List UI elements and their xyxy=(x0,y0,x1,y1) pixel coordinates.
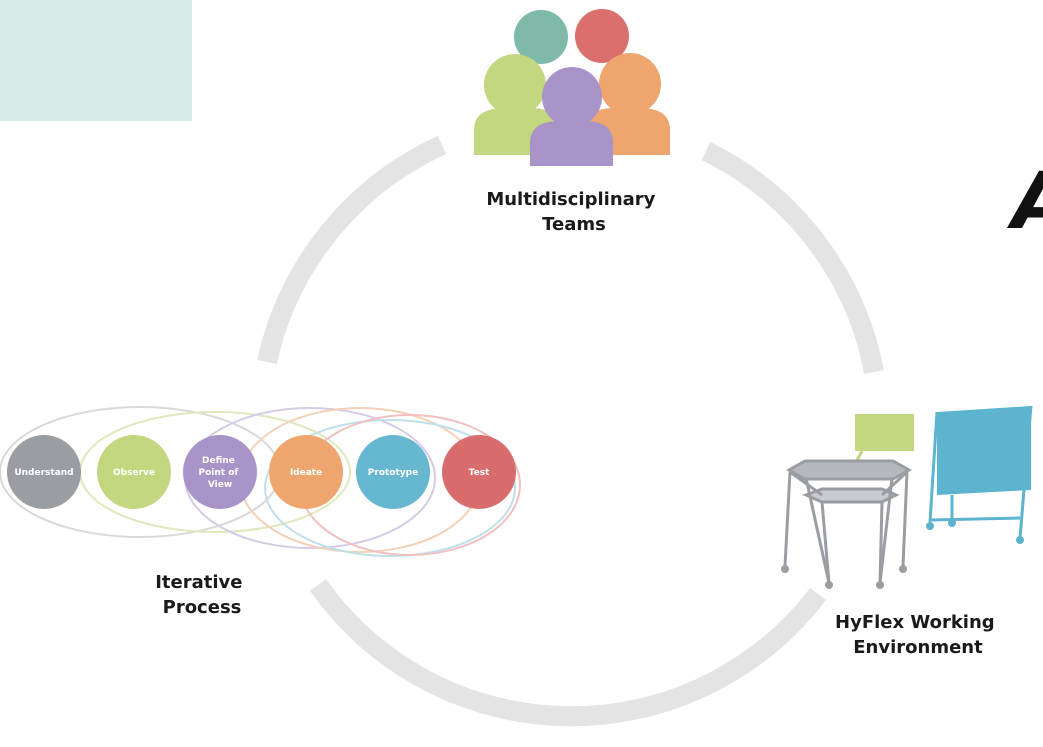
table-foot-3 xyxy=(825,581,833,589)
step-observe-circle xyxy=(97,435,171,509)
whiteboard-stand xyxy=(928,405,1033,539)
table-foot-2 xyxy=(899,565,907,573)
table-brace-2 xyxy=(880,470,909,497)
step-observe-label: Observe xyxy=(113,468,155,478)
environment-label-line-2: Environment xyxy=(853,637,983,658)
table-brace-4 xyxy=(878,501,884,584)
ring-arc-top-right xyxy=(701,142,884,374)
table-brace-1 xyxy=(789,470,823,497)
environment-label-line-1: HyFlex Working xyxy=(835,612,995,633)
step-ideate-label: Ideate xyxy=(290,468,322,478)
whiteboard-panel xyxy=(937,406,1031,495)
partial-heading: A xyxy=(1006,157,1043,247)
monitor-screen xyxy=(855,414,914,451)
step-prototype: Prototype xyxy=(356,435,430,509)
table-foot-4 xyxy=(876,581,884,589)
teams-label-line-2: Teams xyxy=(542,214,606,235)
step-ideate-circle xyxy=(269,435,343,509)
person-front-left-head xyxy=(484,54,546,116)
step-define-label-line-2: Point of xyxy=(199,468,239,478)
ring-arc-top-left xyxy=(257,135,447,365)
orbit-prototype-return xyxy=(264,419,516,557)
cycle-ring xyxy=(257,135,884,727)
whiteboard-leg-right xyxy=(1018,405,1033,539)
person-back-left-head xyxy=(514,10,568,64)
step-observe: Observe xyxy=(97,435,171,509)
step-prototype-circle xyxy=(356,435,430,509)
furniture-icon xyxy=(781,405,1033,589)
whiteboard-wheel-2 xyxy=(948,519,956,527)
step-test-circle xyxy=(442,435,516,509)
corner-box xyxy=(0,0,192,121)
table-leg-3 xyxy=(804,477,831,584)
step-test-label: Test xyxy=(469,468,490,478)
step-define-circle xyxy=(183,435,257,509)
step-understand-circle xyxy=(7,435,81,509)
person-back-right-head xyxy=(575,9,629,63)
step-define-label-line-3: View xyxy=(208,480,232,490)
teams-label: Multidisciplinary Teams xyxy=(486,189,661,235)
step-test: Test xyxy=(442,435,516,509)
table-foot-1 xyxy=(781,565,789,573)
process-label-line-2: Process xyxy=(163,597,242,618)
step-understand-label: Understand xyxy=(14,468,73,478)
people-icon xyxy=(474,9,670,166)
table-top xyxy=(785,459,913,481)
whiteboard-wheel-3 xyxy=(1016,536,1024,544)
table-leg-1 xyxy=(783,471,792,567)
step-understand: Understand xyxy=(7,435,81,509)
table-leg-2 xyxy=(901,471,909,567)
person-front-right-head xyxy=(599,53,661,115)
person-center-body xyxy=(530,121,613,166)
environment-label: HyFlex Working Environment xyxy=(835,612,1001,658)
table-feet xyxy=(781,565,907,589)
whiteboard-base xyxy=(929,516,1021,522)
step-prototype-label: Prototype xyxy=(368,468,418,478)
table-leg-4 xyxy=(878,477,894,584)
person-center-head xyxy=(542,67,602,127)
ring-arc-bottom xyxy=(309,579,826,727)
whiteboard-leg-left xyxy=(928,411,939,523)
table-brace-3 xyxy=(820,501,831,584)
teams-label-line-1: Multidisciplinary xyxy=(486,189,655,210)
whiteboard-wheel-1 xyxy=(926,522,934,530)
whiteboard-wheels xyxy=(926,519,1024,544)
process-steps: Understand Observe Define Point of View … xyxy=(7,435,516,509)
step-define-label-line-1: Define xyxy=(202,456,235,466)
step-ideate: Ideate xyxy=(269,435,343,509)
process-label-line-1: Iterative xyxy=(155,572,242,593)
step-define-label: Define Point of View xyxy=(199,456,242,490)
step-define-point-of-view: Define Point of View xyxy=(183,435,257,509)
table-frame xyxy=(783,459,913,584)
process-label: Iterative Process xyxy=(155,572,249,618)
